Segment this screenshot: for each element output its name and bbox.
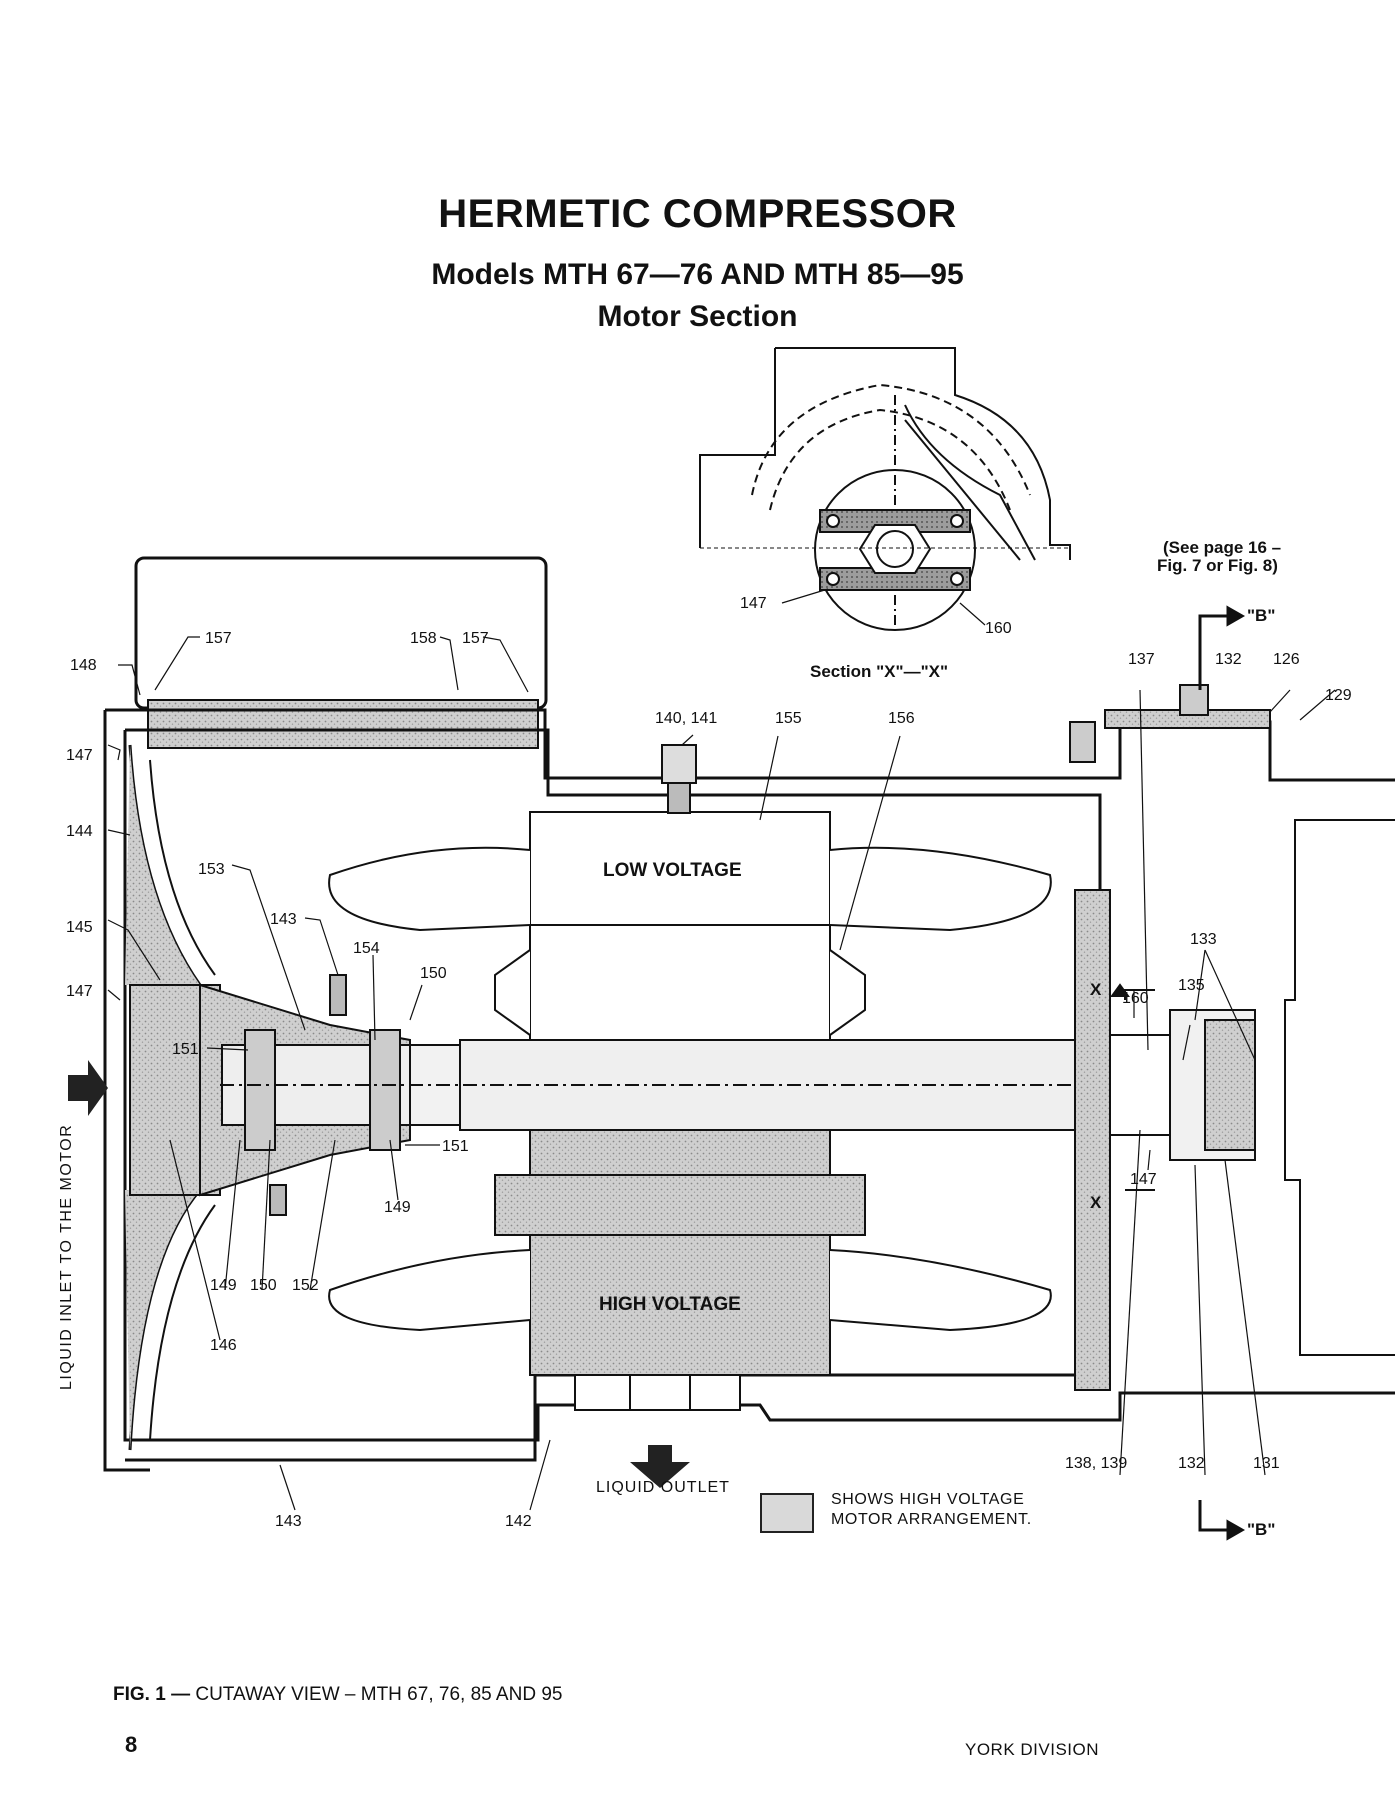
see-page-note-line2: Fig. 7 or Fig. 8) [1157,556,1278,575]
terminal-fitting [661,744,697,814]
callout-152: 152 [292,1277,319,1294]
low-voltage-label: LOW VOLTAGE [603,860,742,881]
callout-leaders [107,588,1336,1511]
callout-144: 144 [66,823,93,840]
callout-150: 150 [250,1277,277,1294]
callout-160: 160 [1122,990,1149,1007]
footer-text: YORK DIVISION [965,1740,1100,1759]
callout-147: 147 [1130,1171,1157,1188]
section-x-marks [1110,983,1155,1191]
callout-142: 142 [505,1513,532,1530]
callout-135: 135 [1178,977,1205,994]
high-voltage-label: HIGH VOLTAGE [599,1294,741,1315]
callout-156: 156 [888,710,915,727]
callout-132: 132 [1215,651,1242,668]
figure-number: FIG. 1 — [113,1684,191,1705]
liquid-outlet-label: LIQUID OUTLET [596,1479,730,1496]
section-x-label-top: X [1090,980,1102,999]
callout-143: 143 [270,911,297,928]
callout-143: 143 [275,1513,302,1530]
end-bell [1069,684,1271,1391]
motor-housing [103,556,1395,1472]
figure-caption: FIG. 1 — CUTAWAY VIEW – MTH 67, 76, 85 A… [113,1684,562,1706]
callout-154: 154 [353,940,380,957]
see-page-note-line1: (See page 16 – [1163,538,1281,557]
callout-149: 149 [384,1199,411,1216]
callout-150: 150 [420,965,447,982]
callout-126: 126 [1273,651,1300,668]
callout-151: 151 [172,1041,199,1058]
callout-146: 146 [210,1337,237,1354]
callout-137: 137 [1128,651,1155,668]
callout-131: 131 [1253,1455,1280,1472]
callout-138-139: 138, 139 [1065,1455,1127,1472]
callout-140-141: 140, 141 [655,710,717,727]
section-b-label-top: "B" [1247,606,1275,625]
callout-145: 145 [66,919,93,936]
callout-147: 147 [66,983,93,1000]
callout-160: 160 [985,620,1012,637]
callout-157: 157 [462,630,489,647]
legend-swatch [760,1493,814,1533]
section-x-x-view [699,347,1071,631]
callout-157: 157 [205,630,232,647]
callout-133: 133 [1190,931,1217,948]
callout-147: 147 [66,747,93,764]
page-number: 8 [125,1732,138,1757]
liquid-outlet [574,1374,741,1411]
low-voltage-stator [328,811,1052,1041]
figure-caption-text: CUTAWAY VIEW – MTH 67, 76, 85 AND 95 [195,1684,563,1705]
callout-153: 153 [198,861,225,878]
liquid-inlet-label: LIQUID INLET TO THE MOTOR [58,1123,75,1390]
liquid-inlet-arrow [68,1060,108,1116]
section-view-label: Section "X"—"X" [810,662,948,681]
callout-149: 149 [210,1277,237,1294]
section-title: Motor Section [597,300,798,333]
legend-text: SHOWS HIGH VOLTAGE MOTOR ARRANGEMENT. [831,1490,1032,1530]
callout-129: 129 [1325,687,1352,704]
flange-outline [1284,819,1395,1356]
legend-line-2: MOTOR ARRANGEMENT. [831,1511,1032,1528]
callout-132: 132 [1178,1455,1205,1472]
callout-148: 148 [70,657,97,674]
callout-155: 155 [775,710,802,727]
callout-151: 151 [442,1138,469,1155]
legend-line-1: SHOWS HIGH VOLTAGE [831,1491,1025,1508]
section-x-label-bottom: X [1090,1193,1102,1212]
callout-147: 147 [740,595,767,612]
callout-158: 158 [410,630,437,647]
high-voltage-stator [328,1129,1052,1376]
liquid-outlet-arrow [630,1445,690,1488]
section-b-marks [1198,605,1246,1541]
page-title: HERMETIC COMPRESSOR [438,192,957,236]
bearing-housing [199,974,418,1216]
page-subtitle: Models MTH 67—76 AND MTH 85—95 [431,258,964,291]
section-b-label-bottom: "B" [1247,1520,1275,1539]
